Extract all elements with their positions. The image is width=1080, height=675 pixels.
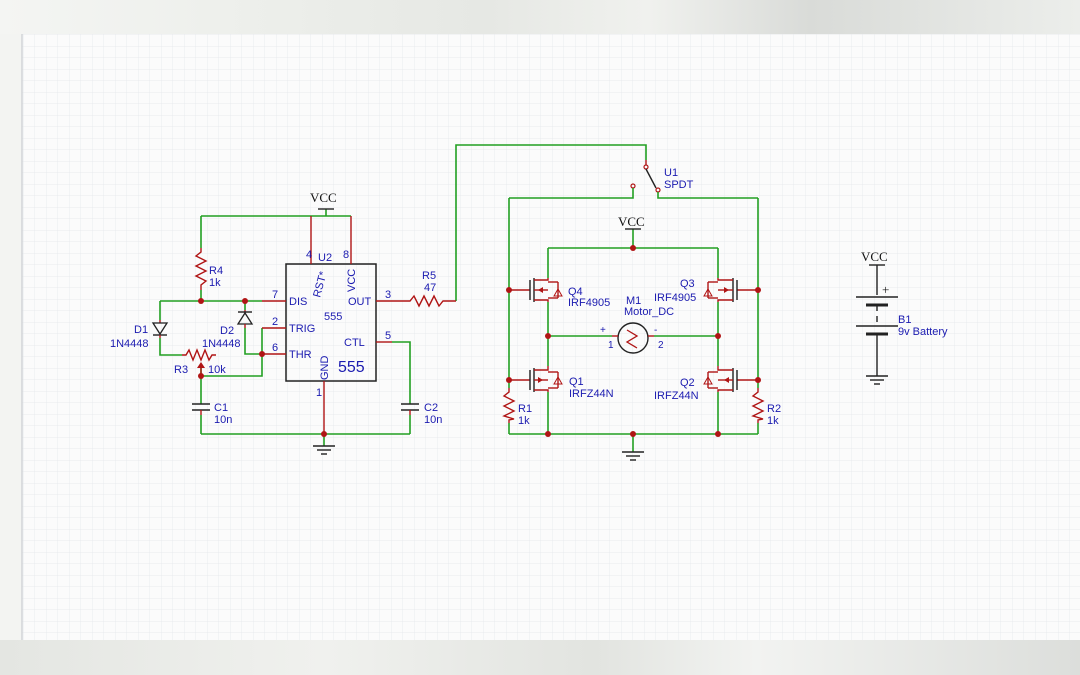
timer-part: 555 [324,311,342,323]
diode-d2[interactable] [236,310,254,328]
bridge-junctions [506,245,761,437]
pin-label-trig: TRIG [289,323,315,335]
r4-value: 1k [209,277,221,289]
pin-label-out: OUT [348,296,372,308]
c2-value: 10n [424,414,442,426]
timer-pin-stubs [262,216,400,434]
r1-value: 1k [518,415,530,427]
q1-ref: Q1 [569,376,584,388]
m1-ref: M1 [626,295,641,307]
c1-value: 10n [214,414,232,426]
b1-ref: B1 [898,314,911,326]
r2-value: 1k [767,415,779,427]
d1-ref: D1 [134,324,148,336]
timer-ic-body[interactable] [285,263,377,382]
q1-value: IRFZ44N [569,388,614,400]
pin-number-6: 6 [272,342,278,354]
resistor-r4[interactable] [194,248,208,290]
d2-ref: D2 [220,325,234,337]
pin-label-vcc: VCC [346,269,358,292]
pin-number-1: 1 [316,387,322,399]
mosfet-q3[interactable] [703,278,758,302]
top-blurred-bar [0,0,1080,34]
pin-label-ctl: CTL [344,337,365,349]
mosfet-q1[interactable] [509,366,563,392]
b1-plus: + [882,282,889,297]
h-bridge-section: VCC Q4 IRF4905 [502,198,781,461]
timer-section: 4 8 7 2 6 3 5 1 DIS TRIG THR OUT CTL RST… [110,144,647,455]
battery-section: VCC + B1 9v Battery [856,249,948,385]
resistor-r1[interactable] [502,388,516,423]
ground-bridge [622,451,644,461]
m1-minus: - [654,325,657,336]
ground-timer [313,445,335,455]
pin-number-5: 5 [385,330,391,342]
resistor-r5[interactable] [400,294,456,308]
m1-value: Motor_DC [624,306,674,318]
timer-logo: 555 [338,359,365,376]
pin-number-3: 3 [385,289,391,301]
q3-ref: Q3 [680,278,695,290]
q2-value: IRFZ44N [654,390,699,402]
bottom-blurred-bar [0,640,1080,675]
m1-pin1: 1 [608,340,614,351]
m1-pin2: 2 [658,340,664,351]
capacitor-c2[interactable] [401,403,419,415]
r3-value: 10k [208,364,226,376]
battery-b1[interactable] [856,265,898,376]
vcc-label-battery: VCC [861,249,888,264]
pin-number-4: 4 [306,249,312,261]
vcc-label-bridge: VCC [618,214,645,229]
b1-value: 9v Battery [898,326,948,338]
potentiometer-r3[interactable] [182,348,216,376]
pin-number-7: 7 [272,289,278,301]
pin-label-dis: DIS [289,296,307,308]
c2-ref: C2 [424,402,438,414]
capacitor-c1[interactable] [192,403,210,415]
mosfet-q4[interactable] [509,278,563,302]
pin-label-gnd: GND [319,356,331,381]
q4-value: IRF4905 [568,297,610,309]
r1-ref: R1 [518,403,532,415]
r3-ref: R3 [174,364,188,376]
pin-number-8: 8 [343,249,349,261]
m1-plus: + [600,325,606,336]
timer-ref: U2 [318,252,332,264]
u1-value: SPDT [664,179,694,191]
c1-ref: C1 [214,402,228,414]
grid [22,34,1080,640]
resistor-r2[interactable] [751,388,765,423]
u1-ref: U1 [664,167,678,179]
mosfet-q2[interactable] [703,366,758,392]
q3-value: IRF4905 [654,292,696,304]
switch-u1[interactable] [509,160,758,199]
d1-value: 1N4448 [110,338,149,350]
d2-value: 1N4448 [202,338,241,350]
q2-ref: Q2 [680,377,695,389]
motor-m1[interactable] [612,322,654,354]
r5-value: 47 [424,282,436,294]
r5-ref: R5 [422,270,436,282]
r4-ref: R4 [209,265,223,277]
q4-ref: Q4 [568,286,583,298]
pin-label-thr: THR [289,349,312,361]
r2-ref: R2 [767,403,781,415]
pin-number-2: 2 [272,316,278,328]
diode-d1[interactable] [151,320,169,338]
ground-battery [866,375,888,385]
timer-wires [159,144,647,446]
vcc-label-timer: VCC [310,190,337,205]
